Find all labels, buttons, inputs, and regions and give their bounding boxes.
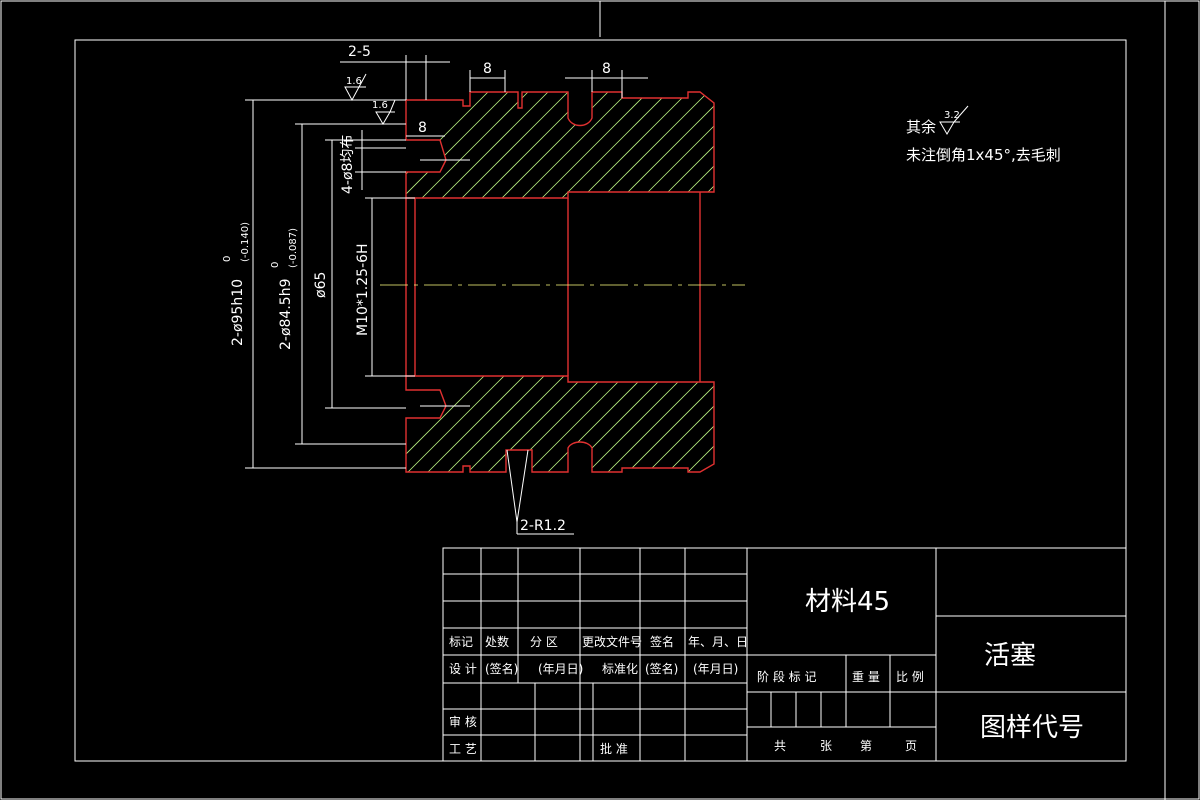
rev-header-zone: 分 区	[530, 635, 558, 649]
note-rest-label: 其余	[906, 118, 936, 136]
approve-label: 批 准	[600, 741, 628, 756]
rev-header-date: 年、月、日	[688, 635, 748, 649]
material: 材料45	[805, 587, 890, 617]
roughness-2: 1.6	[372, 100, 388, 111]
section-outline-top	[405, 91, 715, 199]
note-rest-roughness: 3.2	[944, 110, 960, 121]
rev-header-count: 处数	[485, 634, 509, 649]
hatch-bottom	[406, 376, 714, 472]
dim-d84: 2-ø84.5h9	[278, 279, 294, 350]
dim-width-8-c: 8	[418, 120, 427, 136]
title-block: 材料45 活塞 图样代号 标记 处数 分 区 更改文件号 签名 年、月、日 设 …	[442, 547, 1127, 762]
dim-groove: 2-5	[348, 44, 371, 60]
dim-d84-lower: (-0.087)	[288, 228, 299, 268]
sheet-number-label: 第	[860, 739, 872, 753]
note-chamfer: 未注倒角1x45°,去毛刺	[906, 146, 1061, 164]
drawing-code: 图样代号	[980, 713, 1084, 743]
design-date: (年月日)	[538, 662, 583, 676]
sheet-total-label: 共	[774, 739, 786, 753]
review-label: 审 核	[449, 714, 477, 729]
dim-d95: 2-ø95h10	[230, 279, 246, 346]
dim-d84-upper: 0	[270, 262, 281, 268]
piston-section	[380, 91, 745, 473]
dim-holes: 4-ø8均布	[340, 135, 356, 194]
weight-label: 重 量	[852, 670, 880, 684]
dim-thread: M10*1.25-6H	[355, 243, 371, 336]
general-notes: 其余 3.2 未注倒角1x45°,去毛刺	[906, 105, 1061, 164]
dimension-lines	[245, 55, 648, 535]
process-label: 工 艺	[449, 742, 477, 756]
dim-width-8-a: 8	[483, 61, 492, 77]
dim-radius: 2-R1.2	[520, 518, 566, 534]
sheet-page-label: 页	[905, 739, 917, 753]
design-sign: (签名)	[485, 661, 518, 676]
standard-label: 标准化	[602, 662, 638, 676]
dimension-texts: 2-ø95h10 0 (-0.140) 2-ø84.5h9 0 (-0.087)…	[222, 44, 611, 534]
stage-mark-label: 阶 段 标 记	[757, 669, 816, 684]
scale-label: 比 例	[896, 670, 924, 684]
dim-d95-upper: 0	[222, 256, 233, 262]
roughness-1: 1.6	[346, 76, 362, 87]
dim-d95-lower: (-0.140)	[240, 222, 251, 262]
rev-header-sign: 签名	[650, 634, 674, 649]
standard-date: (年月日)	[693, 662, 738, 676]
dim-d65: ø65	[313, 272, 329, 298]
section-outline-bottom	[405, 375, 715, 473]
rev-header-mark: 标记	[449, 635, 473, 649]
part-name: 活塞	[984, 641, 1036, 671]
standard-sign: (签名)	[645, 661, 678, 676]
dim-width-8-b: 8	[602, 61, 611, 77]
design-label: 设 计	[449, 662, 477, 676]
rev-header-doc: 更改文件号	[582, 634, 642, 649]
sheet-unit-label: 张	[820, 739, 832, 753]
